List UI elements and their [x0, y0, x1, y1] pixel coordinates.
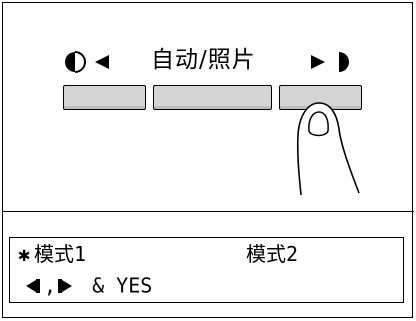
mode-label: 自动/照片	[151, 47, 256, 73]
selection-cursor-icon: ✱	[18, 242, 31, 266]
darker-density-icon	[311, 52, 349, 72]
density-control-row: 自动/照片	[3, 41, 414, 81]
control-panel-illustration: 自动/照片 ✱模式1 模式2 , & YES	[2, 2, 414, 318]
density-darker-key[interactable]	[279, 85, 362, 110]
lcd-mode1: 模式1	[34, 242, 87, 266]
panel-divider	[3, 211, 414, 212]
lcd-line-modes: ✱模式1 模式2	[18, 240, 398, 268]
right-arrow-key-icon	[58, 278, 73, 293]
lcd-display: ✱模式1 模式2 , & YES	[9, 237, 404, 303]
auto-photo-key[interactable]	[153, 85, 272, 110]
left-arrow-key-icon	[26, 278, 40, 293]
density-lighter-key[interactable]	[63, 85, 146, 110]
lighter-density-icon	[65, 51, 109, 73]
lcd-line-instruction: , & YES	[18, 270, 398, 298]
lcd-mode2: 模式2	[246, 242, 299, 266]
pressing-finger-icon	[296, 102, 360, 195]
lcd-separator: ,	[44, 273, 57, 298]
lcd-confirm-text: & YES	[80, 273, 153, 298]
